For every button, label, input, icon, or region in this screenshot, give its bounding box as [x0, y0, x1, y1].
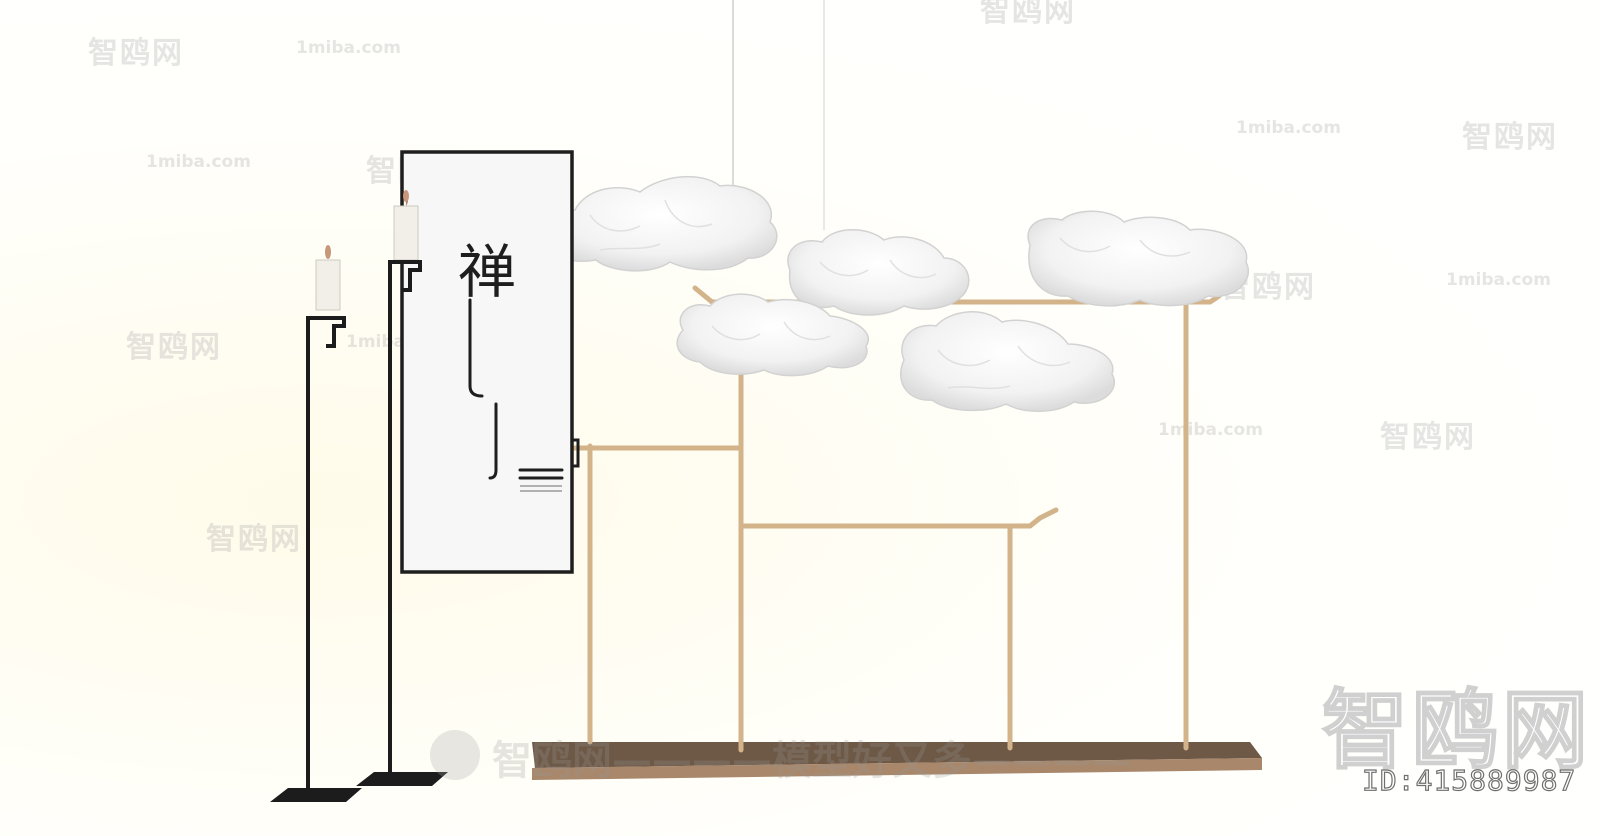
- wooden-base: [532, 742, 1262, 780]
- cloud-lamp: [676, 293, 869, 377]
- cloud-lamp: [899, 311, 1115, 412]
- brand-logo-icon: [430, 730, 480, 780]
- calligraphy-poster: 禅: [400, 150, 580, 574]
- poster-calligraphy-text: 禅: [458, 238, 516, 306]
- cloud-lamp: [541, 175, 778, 272]
- cloud-lamp: [1027, 210, 1249, 307]
- model-id-label: ID:415889987: [1361, 763, 1577, 797]
- poster-rule-lines: [520, 485, 562, 492]
- big-brand-watermark: 智鸥网: [1321, 680, 1592, 782]
- brass-branch-rack: [542, 285, 1231, 753]
- slogan-watermark: 智鸥网————模型好又多————: [492, 738, 1132, 784]
- cloud-lamp: [787, 229, 970, 316]
- candle-stand-short: [270, 245, 362, 802]
- zen-character-strokes: [468, 298, 564, 480]
- candle-stand-tall: [356, 190, 448, 786]
